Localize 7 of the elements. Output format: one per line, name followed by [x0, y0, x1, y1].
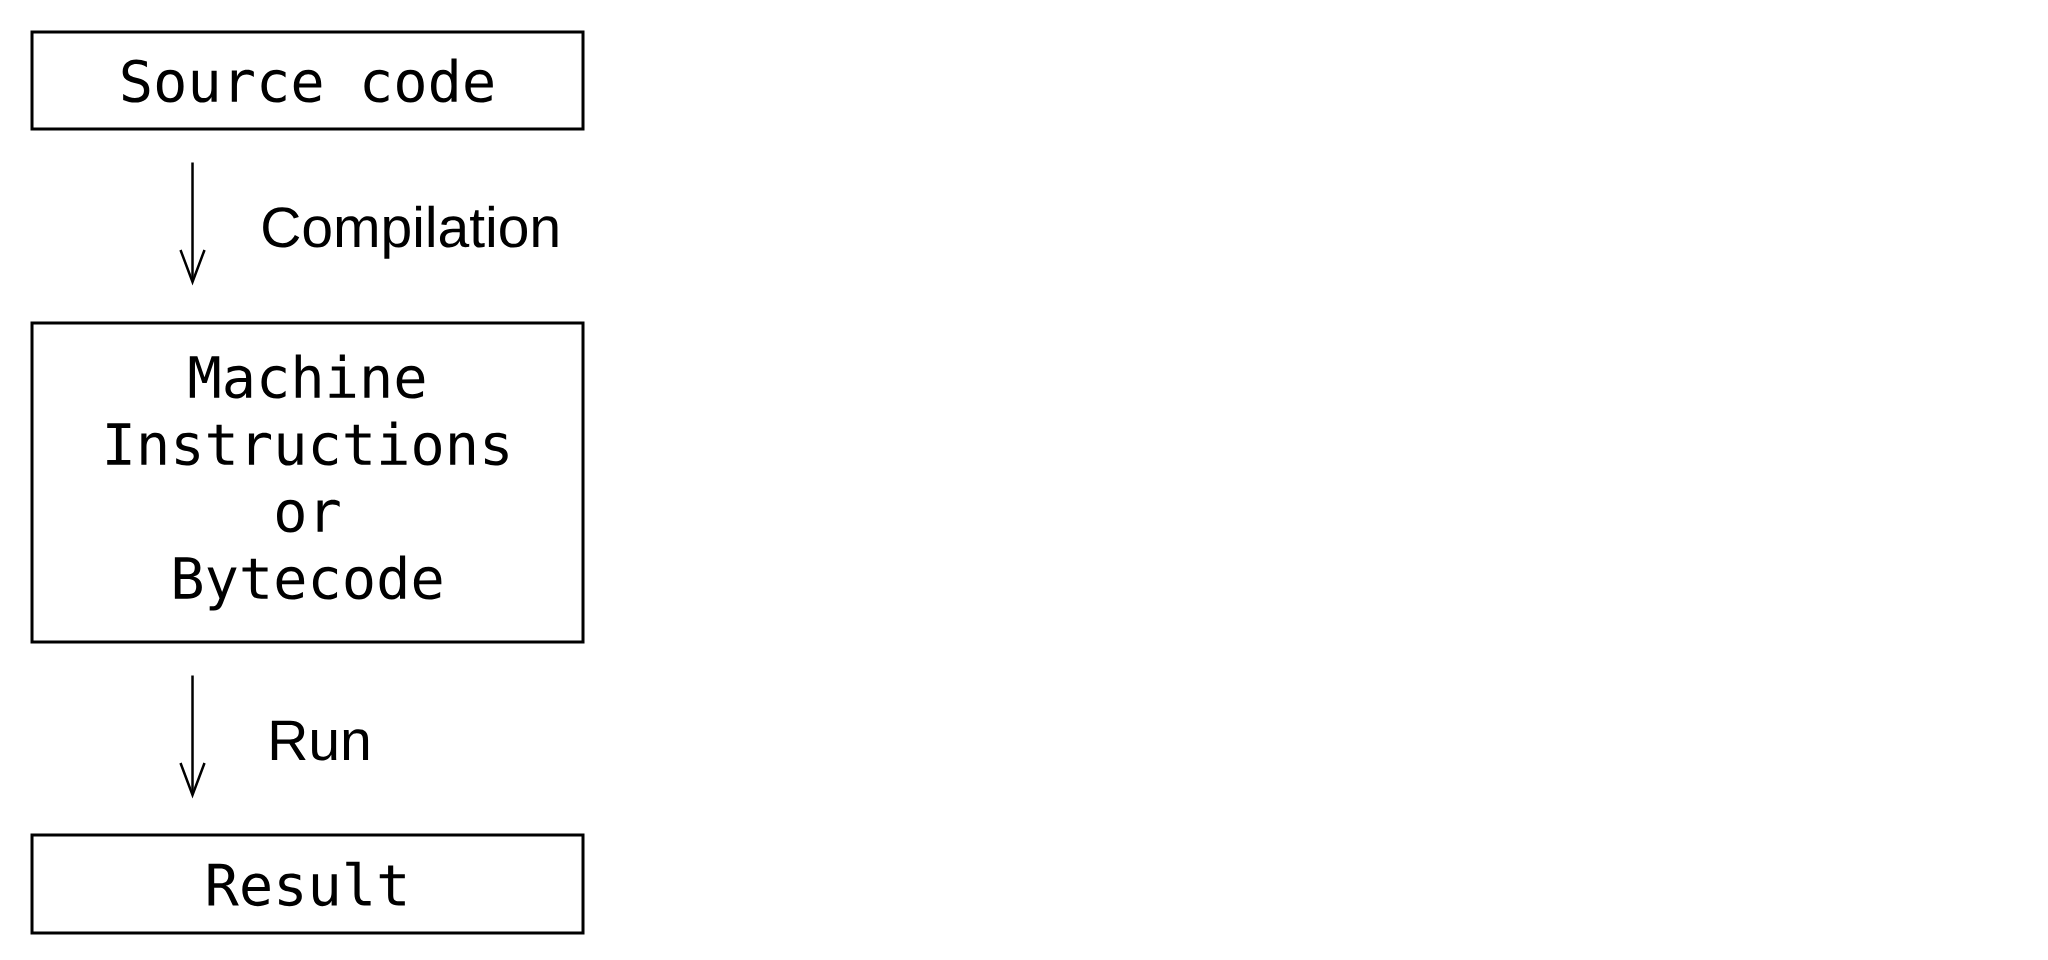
- process-box: Result: [30, 833, 585, 935]
- edge-label: Run: [271, 720, 369, 761]
- process-box: Machine Instructions or Bytecode: [30, 321, 585, 644]
- arrow: [179, 675, 206, 799]
- arrow: [179, 162, 206, 286]
- edge-label: Compilation: [263, 205, 558, 259]
- process-box: Source code: [30, 30, 585, 131]
